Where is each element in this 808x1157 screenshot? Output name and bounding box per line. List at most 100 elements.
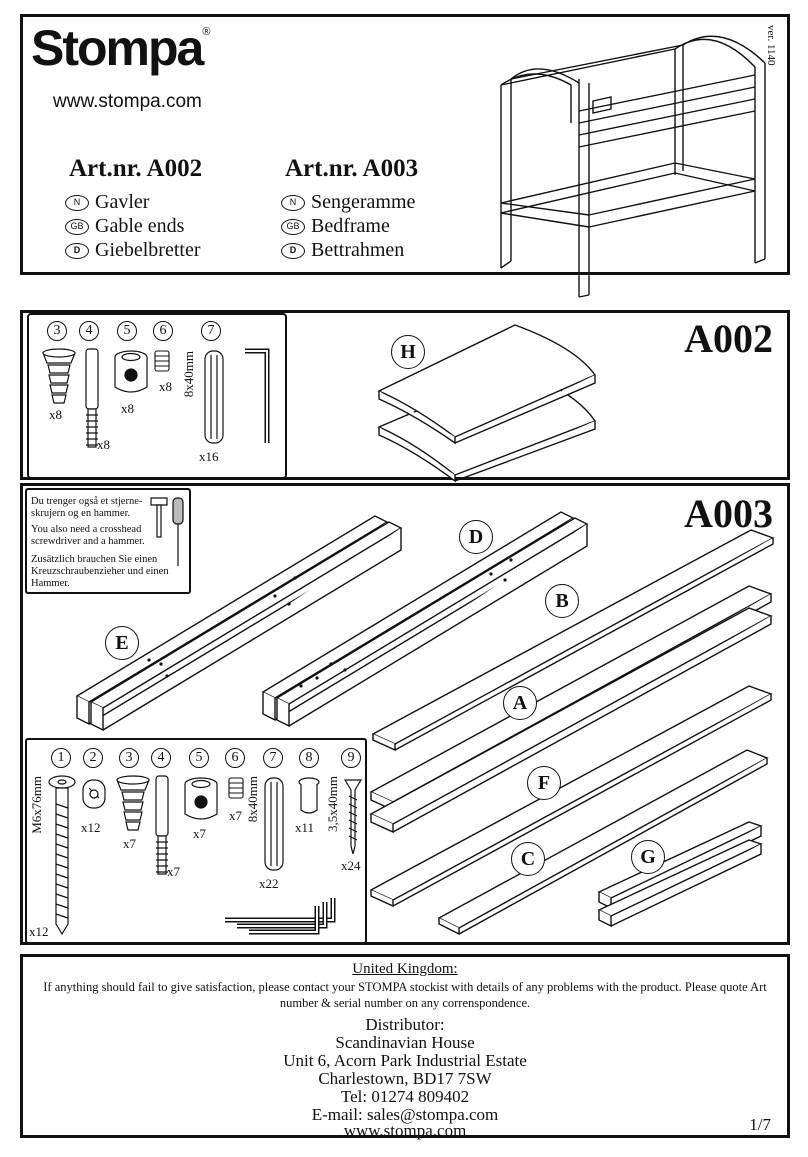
name-row-d-a002: D Giebelbretter bbox=[65, 239, 201, 262]
board-f-illustration bbox=[369, 684, 779, 914]
name-text: Gable ends bbox=[95, 215, 185, 237]
fitting-qty: x7 bbox=[193, 826, 206, 841]
lang-badge-d: D bbox=[65, 242, 89, 259]
fitting-qty: x22 bbox=[259, 876, 279, 891]
board-a-illustration bbox=[369, 584, 779, 834]
fitting-qty: x12 bbox=[81, 820, 101, 835]
fitting-size: 3,5x40mm bbox=[325, 776, 340, 832]
tool-note-gb: You also need a crosshead screwdriver an… bbox=[31, 524, 145, 547]
fitting-number: 6 bbox=[153, 321, 173, 341]
cap-icon bbox=[297, 776, 321, 816]
tool-note-de: Zusätzlich brauchen Sie einen Kreuzschra… bbox=[31, 554, 169, 589]
name-row-n-a002: N Gavler bbox=[65, 191, 149, 214]
part-label-f: F bbox=[527, 766, 561, 800]
fitting-number: 1 bbox=[51, 748, 71, 768]
fitting-number: 2 bbox=[83, 748, 103, 768]
name-text: Bedframe bbox=[311, 215, 390, 237]
wood-screw-icon bbox=[343, 776, 363, 856]
part-label-c: C bbox=[511, 842, 545, 876]
dowel-icon bbox=[263, 776, 285, 872]
lang-badge-d: D bbox=[281, 242, 305, 259]
email-address[interactable]: E-mail: sales@stompa.com bbox=[311, 1105, 499, 1124]
part-label-a: A bbox=[503, 686, 537, 720]
fitting-qty: x7 bbox=[229, 808, 242, 823]
fitting-qty: x24 bbox=[341, 858, 361, 873]
article-title-a003: Art.nr. A003 bbox=[285, 155, 419, 182]
fitting-qty: x8 bbox=[49, 407, 62, 422]
fitting-number: 6 bbox=[225, 748, 245, 768]
tool-note-no: Du trenger også et stjerne-skrujern og e… bbox=[31, 496, 143, 519]
fitting-number: 8 bbox=[299, 748, 319, 768]
footer-website[interactable]: www.stompa.com bbox=[343, 1121, 467, 1140]
dowel-icon bbox=[203, 349, 225, 445]
phone-number: Tel: 01274 809402 bbox=[340, 1087, 470, 1106]
fitting-number: 4 bbox=[79, 321, 99, 341]
insert-nut-icon bbox=[113, 774, 153, 834]
website-url[interactable]: www.stompa.com bbox=[53, 91, 202, 112]
header-panel: Stompa® www.stompa.com Art.nr. A002 N Ga… bbox=[20, 14, 790, 275]
fitting-qty: x12 bbox=[29, 924, 49, 939]
fitting-qty: x16 bbox=[199, 449, 219, 464]
part-label-h: H bbox=[391, 335, 425, 369]
brand-name: Stompa bbox=[31, 20, 204, 76]
tool-note-panel: Du trenger også et stjerne-skrujern og e… bbox=[25, 488, 191, 594]
a003-code: A003 bbox=[684, 491, 773, 536]
board-b-illustration bbox=[371, 528, 781, 758]
fitting-number: 5 bbox=[189, 748, 209, 768]
name-row-n-a003: N Sengeramme bbox=[281, 191, 415, 214]
a002-code: A002 bbox=[684, 316, 773, 361]
name-row-gb-a003: GB Bedframe bbox=[281, 215, 390, 238]
a003-fittings-panel: 1 2 3 4 5 6 7 8 9 bbox=[25, 738, 367, 944]
fitting-qty: x8 bbox=[121, 401, 134, 416]
bed-bolt-icon bbox=[47, 774, 77, 938]
allen-key-icon bbox=[243, 349, 273, 445]
support-notice: If anything should fail to give satisfac… bbox=[43, 980, 767, 1010]
part-label-e: E bbox=[105, 626, 139, 660]
fitting-number: 7 bbox=[201, 321, 221, 341]
grub-screw-icon bbox=[227, 776, 245, 800]
cam-bolt-icon bbox=[81, 347, 103, 457]
fitting-number: 5 bbox=[117, 321, 137, 341]
a002-panel: A002 3 4 5 6 7 bbox=[20, 310, 790, 480]
name-text: Sengeramme bbox=[311, 191, 416, 213]
fitting-number: 7 bbox=[263, 748, 283, 768]
rail-e-illustration bbox=[75, 508, 415, 728]
fitting-number: 3 bbox=[47, 321, 67, 341]
barrel-nut-icon bbox=[81, 776, 107, 812]
fitting-number: 4 bbox=[151, 748, 171, 768]
address-line-2: Unit 6, Acorn Park Industrial Estate bbox=[283, 1051, 527, 1070]
bedframe-illustration bbox=[493, 23, 773, 273]
distributor-label: Distributor: bbox=[365, 1015, 445, 1034]
address-line-3: Charlestown, BD17 7SW bbox=[318, 1069, 492, 1088]
a003-panel: A003 Du trenger også et stjerne-skrujern… bbox=[20, 483, 790, 945]
version-label: ver. 1140 bbox=[765, 25, 777, 66]
part-label-d: D bbox=[459, 520, 493, 554]
allen-keys-icon bbox=[223, 896, 343, 936]
cam-bolt-icon bbox=[151, 774, 173, 884]
fitting-qty: x8 bbox=[159, 379, 172, 394]
cam-lock-icon bbox=[181, 776, 221, 824]
hammer-icon bbox=[149, 496, 169, 540]
lang-badge-gb: GB bbox=[65, 218, 89, 235]
lang-badge-n: N bbox=[281, 194, 305, 211]
fitting-size: 8x40mm bbox=[245, 776, 260, 823]
name-text: Gavler bbox=[95, 191, 150, 213]
cam-lock-icon bbox=[111, 349, 151, 397]
article-title-a002: Art.nr. A002 bbox=[69, 155, 203, 182]
grub-screw-icon bbox=[153, 349, 171, 373]
gable-boards-illustration bbox=[375, 321, 605, 481]
fitting-qty: x7 bbox=[123, 836, 136, 851]
insert-nut-icon bbox=[39, 347, 79, 407]
name-text: Giebelbretter bbox=[95, 239, 201, 261]
lang-badge-n: N bbox=[65, 194, 89, 211]
name-row-d-a003: D Bettrahmen bbox=[281, 239, 404, 262]
brand-logo: Stompa® bbox=[31, 23, 210, 73]
rail-g-illustration bbox=[597, 820, 777, 940]
lang-badge-gb: GB bbox=[281, 218, 305, 235]
region-heading: United Kingdom: bbox=[352, 961, 458, 977]
address-line-1: Scandinavian House bbox=[335, 1033, 475, 1052]
fitting-number: 3 bbox=[119, 748, 139, 768]
screwdriver-icon bbox=[169, 496, 187, 570]
part-label-b: B bbox=[545, 584, 579, 618]
fitting-qty: x8 bbox=[97, 437, 110, 452]
